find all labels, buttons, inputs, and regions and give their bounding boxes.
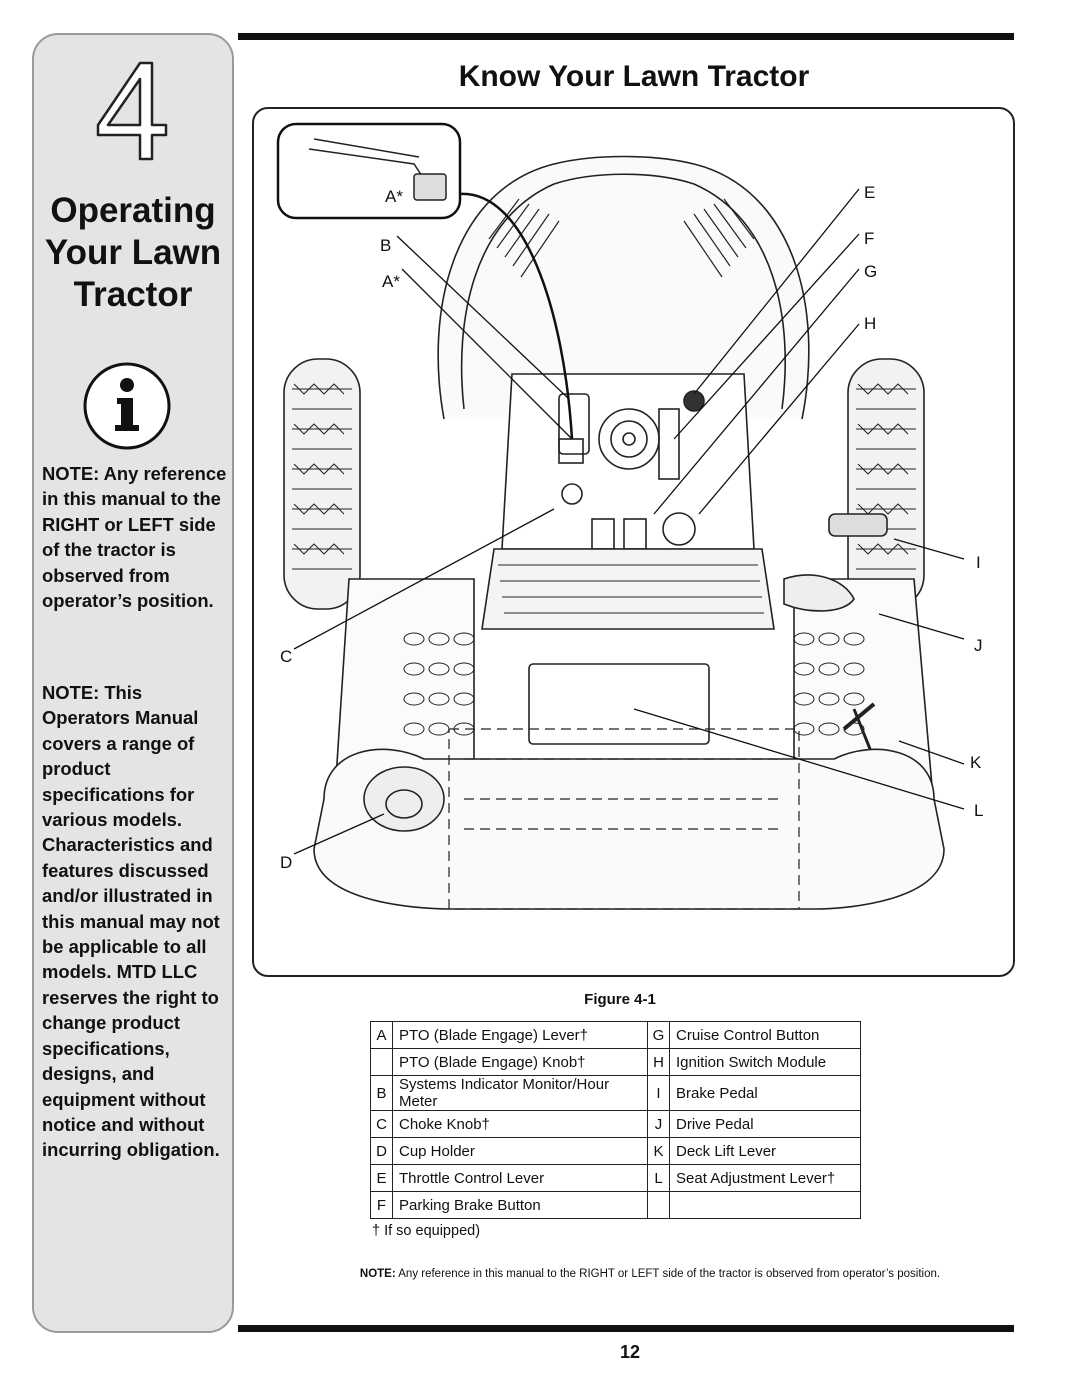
- callout-d: D: [280, 853, 293, 872]
- page-number: 12: [619, 1342, 641, 1362]
- legend-key: L: [647, 1164, 670, 1192]
- callout-a-inset: A*: [385, 187, 403, 206]
- legend-key: I: [647, 1075, 670, 1111]
- legend-part: Brake Pedal: [669, 1075, 861, 1111]
- legend-key: [370, 1048, 393, 1076]
- figure-caption: Figure 4-1: [584, 991, 656, 1008]
- legend-part: Throttle Control Lever: [392, 1164, 648, 1192]
- tractor-illustration: [276, 122, 965, 910]
- legend-key: D: [370, 1137, 393, 1165]
- chapter-number-graphic: [96, 61, 168, 161]
- top-rule: [238, 33, 1014, 40]
- legend-key: A: [370, 1021, 393, 1049]
- legend-part: PTO (Blade Engage) Lever†: [392, 1021, 648, 1049]
- legend-part: Cruise Control Button: [669, 1021, 861, 1049]
- legend-part: PTO (Blade Engage) Knob†: [392, 1048, 648, 1076]
- legend-key: K: [647, 1137, 670, 1165]
- legend-part: Ignition Switch Module: [669, 1048, 861, 1076]
- legend-part: Parking Brake Button: [392, 1191, 648, 1219]
- chapter-sidebar: 4 Operating Your Lawn Tractor NOTE: Any …: [32, 33, 234, 1333]
- legend-part: Seat Adjustment Lever†: [669, 1164, 861, 1192]
- callout-b: B: [380, 236, 392, 255]
- callout-i: I: [976, 553, 981, 572]
- callout-e: E: [864, 183, 876, 202]
- callout-h: H: [864, 314, 877, 333]
- callout-f: F: [864, 229, 875, 248]
- bottom-rule: [238, 1325, 1014, 1332]
- sidebar-title-line3: Tractor: [73, 275, 193, 314]
- legend-key: C: [370, 1110, 393, 1138]
- page-title: Know Your Lawn Tractor: [458, 60, 810, 93]
- legend-key: H: [647, 1048, 670, 1076]
- callout-j: J: [974, 636, 983, 655]
- callout-l: L: [974, 801, 984, 820]
- legend-key: [647, 1191, 670, 1219]
- callout-k: K: [970, 753, 982, 772]
- legend-part: Systems Indicator Monitor/Hour Meter: [392, 1075, 648, 1111]
- sidebar-title-line2: Your Lawn: [44, 233, 222, 272]
- legend-key: E: [370, 1164, 393, 1192]
- callout-c: C: [280, 647, 293, 666]
- chapter-number: 4: [34, 55, 232, 165]
- callout-a: A*: [382, 272, 400, 291]
- bottom-note: NOTE: Any reference in this manual to th…: [300, 1268, 1000, 1280]
- callout-g: G: [864, 262, 878, 281]
- sidebar-title-line1: Operating: [50, 191, 216, 230]
- footnote: † If so equipped): [372, 1223, 481, 1239]
- tractor-figure: A* B A* C D E F G H I J K L: [252, 107, 1015, 977]
- info-icon: [83, 362, 171, 450]
- legend-part: Cup Holder: [392, 1137, 648, 1165]
- sidebar-note-orientation: NOTE: Any reference in this manual to th…: [42, 463, 227, 612]
- legend-part: Deck Lift Lever: [669, 1137, 861, 1165]
- legend-key: B: [370, 1075, 393, 1111]
- legend-part: [669, 1191, 861, 1219]
- legend-key: G: [647, 1021, 670, 1049]
- bottom-note-label: NOTE:: [359, 1268, 396, 1280]
- legend-part: Drive Pedal: [669, 1110, 861, 1138]
- sidebar-title: Operating Your Lawn Tractor: [34, 190, 232, 316]
- legend-part: Choke Knob†: [392, 1110, 648, 1138]
- sidebar-note-disclaimer: NOTE: This Operators Manual covers a ran…: [42, 682, 220, 1161]
- legend-key: F: [370, 1191, 393, 1219]
- legend-key: J: [647, 1110, 670, 1138]
- bottom-note-text: Any reference in this manual to the RIGH…: [395, 1268, 941, 1280]
